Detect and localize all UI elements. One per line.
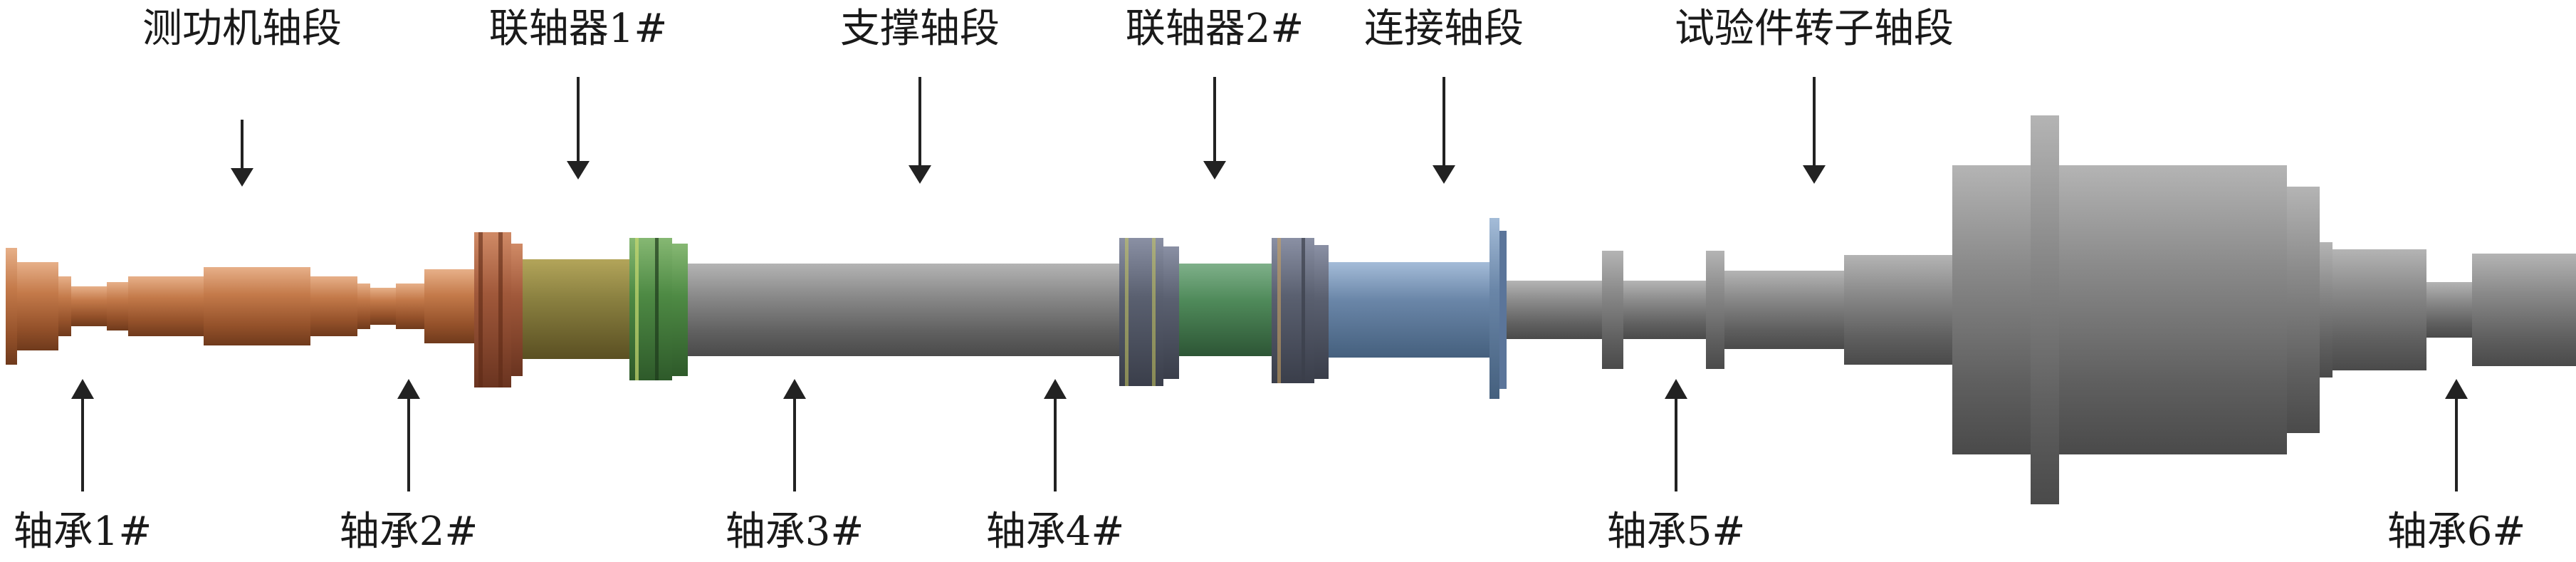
label-bearing-2: 轴承2#: [339, 509, 478, 555]
label-support-shaft: 支撑轴段: [840, 6, 1000, 52]
label-test-rotor-shaft: 试验件转子轴段: [1675, 6, 1954, 52]
arrowhead-dynamometer-shaft: [231, 168, 253, 187]
test-rotor-shaft-section: [1507, 115, 2576, 504]
label-bearing-4: 轴承4#: [985, 509, 1125, 555]
label-bearing-3: 轴承3#: [725, 509, 864, 555]
label-dynamometer-shaft: 测功机轴段: [142, 6, 342, 52]
arrowhead-bearing-4: [1044, 379, 1067, 399]
arrowhead-bearing-2: [397, 379, 420, 399]
label-bearing-5: 轴承5#: [1606, 509, 1746, 555]
arrowhead-bearing-5: [1665, 379, 1687, 399]
section-arrows: [231, 77, 1826, 187]
support-shaft-section: [688, 264, 1119, 356]
connecting-shaft-section: [1329, 218, 1507, 399]
label-coupling-1: 联轴器1#: [488, 6, 668, 52]
arrowhead-test-rotor-shaft: [1803, 165, 1826, 184]
arrowhead-connecting-shaft: [1433, 165, 1455, 184]
label-connecting-shaft: 连接轴段: [1364, 6, 1524, 52]
label-coupling-2: 联轴器2#: [1125, 6, 1304, 52]
coupling-2-section: [1119, 238, 1329, 386]
bearing-arrows: [71, 379, 2468, 491]
arrowhead-bearing-3: [783, 379, 806, 399]
arrowhead-support-shaft: [909, 165, 931, 184]
arrowhead-coupling-2: [1203, 161, 1226, 179]
label-bearing-1: 轴承1#: [13, 509, 152, 555]
arrowhead-bearing-1: [71, 379, 94, 399]
arrowhead-coupling-1: [567, 161, 590, 179]
label-bearing-6: 轴承6#: [2387, 509, 2526, 555]
dynamometer-shaft-section: [6, 248, 474, 365]
arrowhead-bearing-6: [2445, 379, 2468, 399]
coupling-1-section: [474, 232, 688, 387]
